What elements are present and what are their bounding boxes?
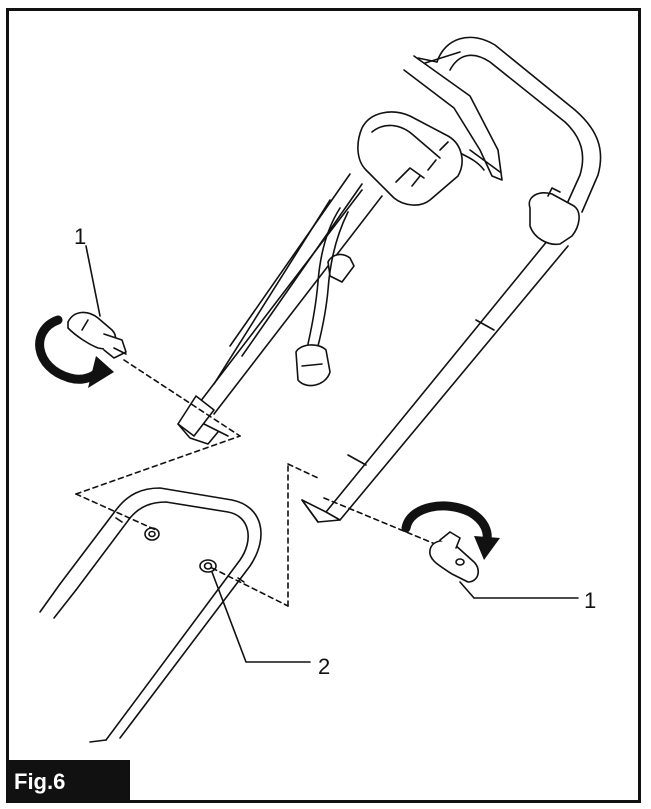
callout-label-knob-right: 1 [584,588,597,613]
figure-label: Fig.6 [6,760,130,803]
upper-handle-right-tube [301,36,602,523]
power-cable [295,207,349,387]
leader-line-knob-right [459,581,579,599]
figure-frame [6,8,641,803]
clamp-knob-right [429,531,480,583]
upper-handle-left-tube [177,173,383,445]
rotation-arrow-left-icon [35,315,114,388]
leader-line-bolt [211,571,311,663]
switch-box [357,55,503,206]
clamp-knob-left [67,311,127,359]
rotation-arrow-right-icon [401,501,500,560]
leader-line-knob-left [85,245,101,317]
callout-label-knob-left: 1 [74,224,87,249]
lower-handle-frame [39,487,262,743]
alignment-lines [75,359,441,607]
callout-label-bolt: 2 [318,654,331,679]
